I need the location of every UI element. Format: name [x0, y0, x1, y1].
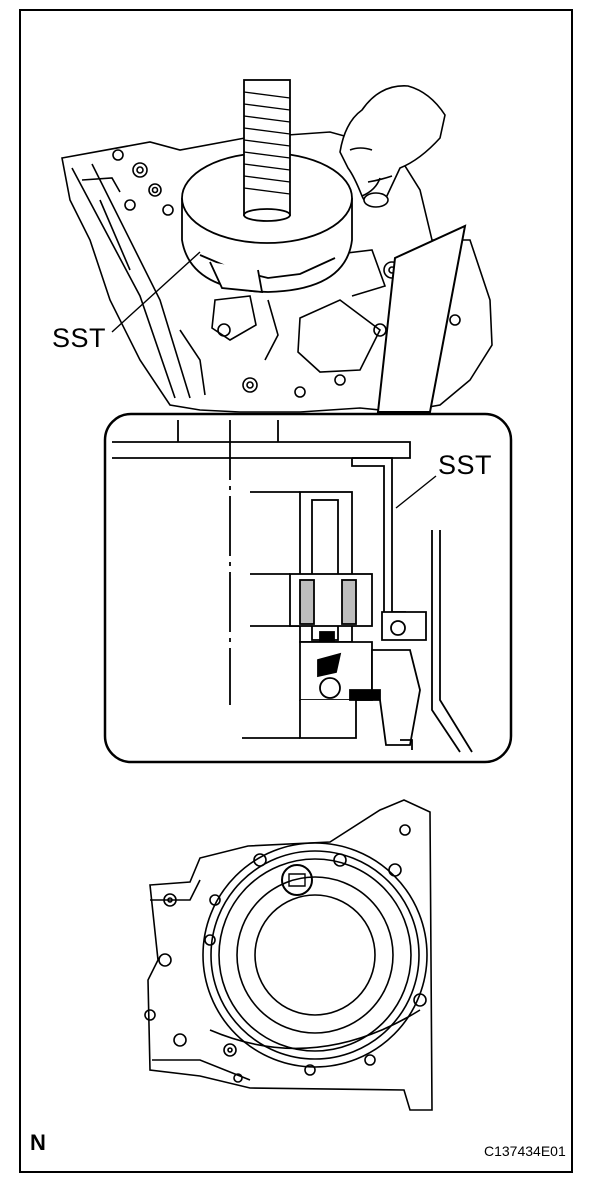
hand — [339, 85, 446, 208]
sst-leader-line-top — [111, 251, 201, 333]
figure-border — [19, 9, 573, 1173]
figure-code: C137434E01 — [484, 1143, 566, 1159]
transaxle-case-top-view — [61, 131, 493, 413]
sst-puller-tool — [181, 79, 353, 294]
sst-leader-line-detail — [395, 475, 437, 509]
sst-label-detail: SST — [438, 450, 493, 480]
sst-label-top: SST — [52, 323, 107, 353]
detail-inset — [103, 412, 513, 764]
zoom-pointer — [376, 224, 467, 413]
transaxle-case-bottom-view — [144, 799, 433, 1111]
orientation-marker: N — [30, 1130, 46, 1155]
